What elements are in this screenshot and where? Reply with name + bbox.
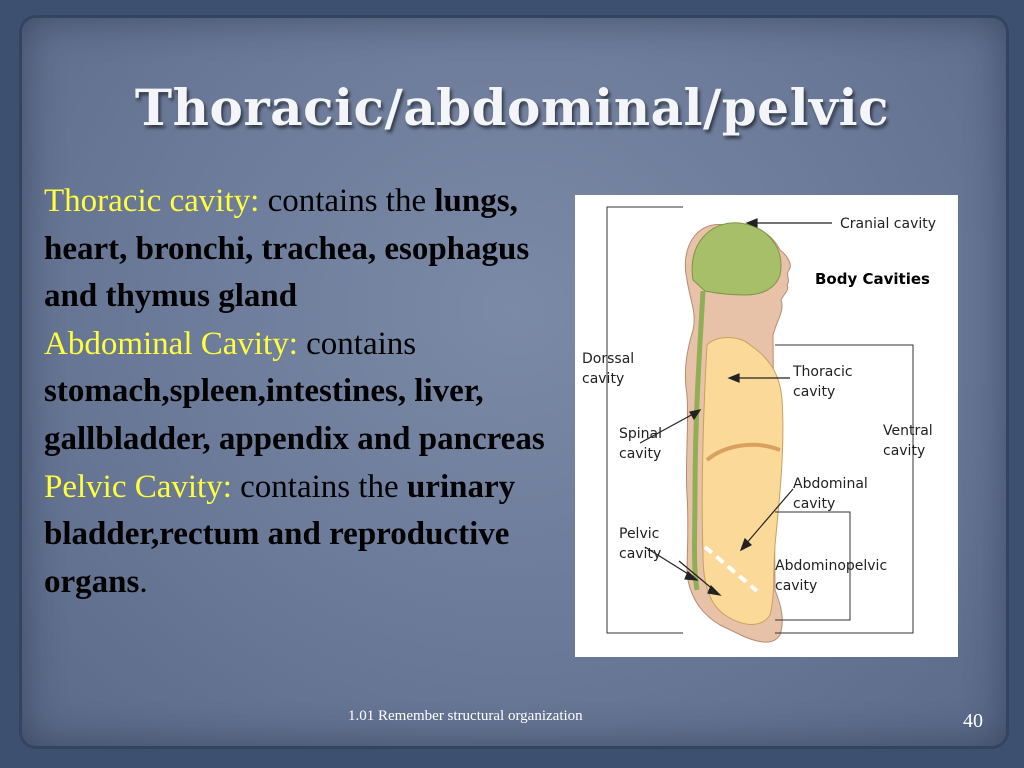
thoracic-cavity-label-2: cavity [793,384,835,400]
slide-footer: 1.01 Remember structural organization [348,708,583,724]
spinal-cavity-label-2: cavity [619,446,661,462]
abdominal-cavity-label-1: Abdominal [793,476,868,492]
ventral-cavity-label-2: cavity [883,443,925,459]
abdominopelvic-cavity-label-1: Abdominopelvic [775,558,887,574]
pelvic-cavity-label-1: Pelvic [619,526,659,542]
spinal-canal [692,290,706,591]
thoracic-label: Thoracic cavity: [44,183,260,219]
pelvic-label: Pelvic Cavity: [44,468,232,505]
abdominopelvic-cavity-label-2: cavity [775,578,817,594]
thoracic-intro: contains the [267,183,427,219]
diaphragm-line [705,442,781,462]
abdominal-label: Abdominal Cavity: [44,325,298,362]
cranial-cavity-label: Cranial cavity [840,216,936,232]
abdominopelvic-bracket [775,511,851,621]
dorsal-bracket [606,206,683,634]
pelvic-organs: urinary bladder,rectum and reproductive … [44,468,516,600]
pelvic-intro: contains the [240,468,399,505]
body-cavities-diagram: Cranial cavity Body Cavities Dorssal cav… [582,206,936,643]
thoracic-organs: lungs, heart, bronchi, trachea, esophagu… [44,183,530,315]
ventral-bracket [775,344,914,634]
pelvic-end: . [139,563,148,600]
dorsal-cavity-label-1: Dorssal [582,351,634,367]
pelvic-boundary [703,545,759,593]
ventral-cavity-shape [701,337,784,625]
thoracic-cavity-label-1: Thoracic [792,364,853,380]
abdominal-intro: contains [306,325,417,362]
spinal-cavity-label-1: Spinal [619,426,662,442]
slide-title: Thoracic/abdominal/pelvic [134,78,890,137]
ventral-cavity-label-1: Ventral [883,423,933,439]
dorsal-cavity-label-2: cavity [582,371,624,387]
figure-heading: Body Cavities [815,270,930,288]
abdominal-organs: stomach,spleen,intestines, liver, gallbl… [44,373,545,457]
abdominal-cavity-label-2: cavity [793,496,835,512]
leader-lines [639,218,832,596]
slide-body: Thoracic cavity: contains the lungs, hea… [44,178,564,606]
cranial-cavity-shape [691,222,782,296]
page-number: 40 [963,710,983,732]
pelvic-cavity-label-2: cavity [619,546,661,562]
body-cavities-figure: Cranial cavity Body Cavities Dorssal cav… [575,195,958,657]
